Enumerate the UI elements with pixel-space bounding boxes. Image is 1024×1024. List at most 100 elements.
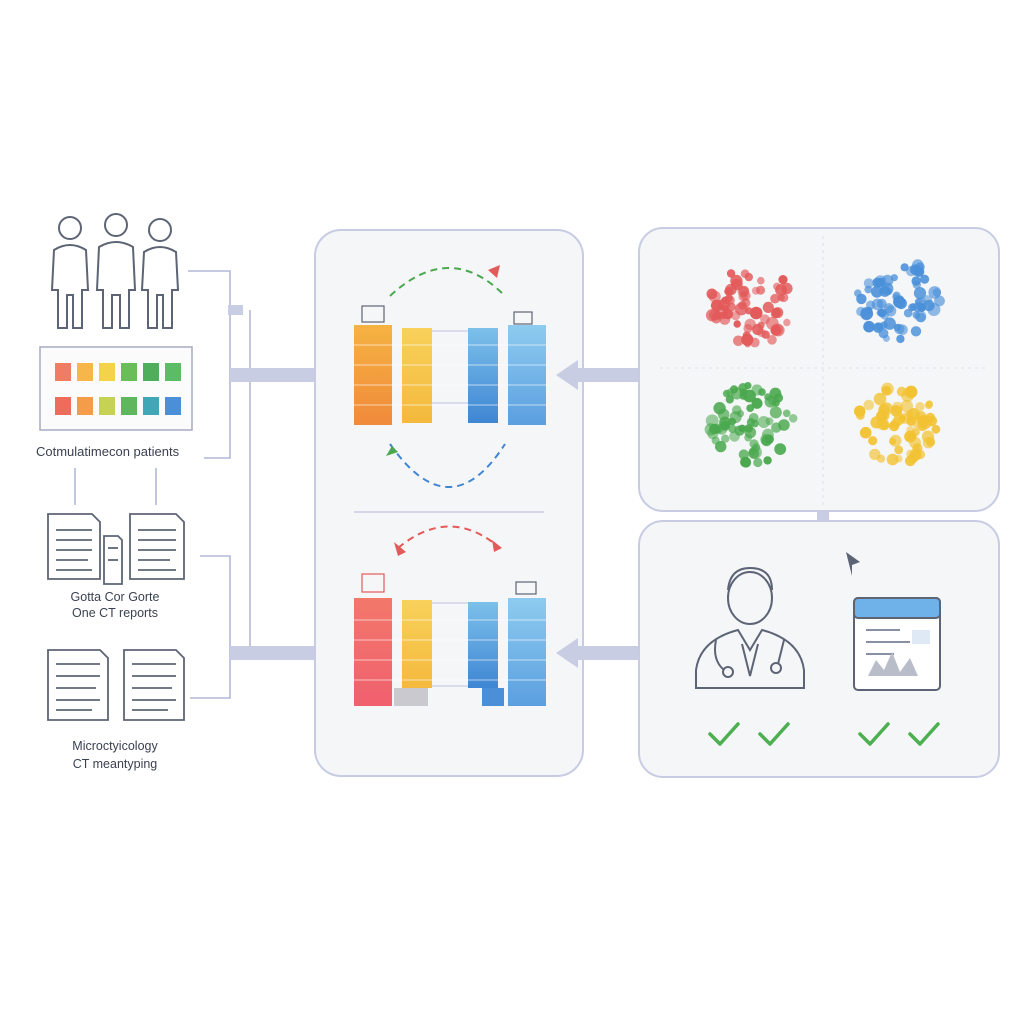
cluster-point [931,424,941,434]
person-icon [95,213,137,329]
document-icon [47,513,101,580]
cluster-point [762,301,774,313]
cluster-point [915,402,925,412]
cluster-point [895,295,905,304]
cluster-point [910,326,922,337]
cluster-point [733,320,741,328]
top-feature-bars [354,305,546,425]
cluster-point [728,424,737,434]
cluster-point [738,424,746,433]
cluster-point [923,415,933,426]
doctor-icon [695,566,805,689]
cluster-point [770,293,780,304]
ct-reports-label-line2: One CT reports [72,606,158,620]
cycle-arrow-head [386,446,398,456]
cluster-point [782,409,791,418]
cluster-point [771,307,782,318]
cluster-point [868,436,878,446]
cluster-point [918,423,927,431]
cluster-point [730,387,743,400]
cluster-point [863,320,875,333]
person-icon [140,218,180,329]
cluster-point [778,275,788,285]
cluster-point [924,401,933,410]
cluster-point [770,325,782,336]
cluster-yellow [854,382,941,467]
ct-reports-label-line1: Gotta Cor Gorte [70,590,160,604]
cluster-point [749,445,762,459]
cluster-point [756,285,766,295]
cluster-point [707,428,719,440]
heatmap-row [55,363,181,381]
cluster-point [769,387,782,400]
checkmark-icon [708,722,740,746]
validation-panel [638,520,1000,778]
cluster-point [866,300,876,310]
cluster-point [905,455,916,467]
cluster-point [885,305,897,317]
cluster-point [764,393,772,401]
cluster-point [760,433,772,446]
checkmarks [708,722,940,746]
cluster-point [715,306,729,320]
connector-node [228,305,243,315]
cycle-arrow-head [488,265,500,278]
cluster-point [889,434,902,447]
patients-label: Cotmulatimecon patients [36,444,180,459]
flow-arrows-in [230,360,342,668]
feature-bar [508,325,546,425]
cluster-green [704,382,798,468]
cluster-point [903,308,913,318]
cluster-point [886,453,899,466]
microbiology-label-line1: Microctyicology [72,739,158,753]
document-icon [129,513,185,580]
cluster-point [721,434,730,443]
feature-bar [402,328,432,423]
report-window-icon [853,597,941,691]
cluster-plots [704,259,945,468]
cluster-point [761,330,770,339]
cluster-point [873,392,887,406]
cluster-point [736,410,745,418]
cluster-point [738,449,749,460]
cluster-point [896,334,905,344]
cluster-point [705,309,719,322]
cluster-point [788,414,798,423]
cluster-point [893,323,902,332]
input-connectors [74,270,251,699]
cycle-arrow-head [394,542,406,556]
microbiology-documents [47,649,185,721]
cluster-point [767,335,777,345]
heatmap-row [55,397,181,415]
document-icon [103,535,123,585]
cluster-point [908,432,917,441]
cluster-point [863,399,875,411]
checkmark-icon [758,722,790,746]
cluster-red [705,269,793,348]
cycle-arrow-icon [389,267,506,488]
cycle-arrow-icon [397,525,501,549]
cluster-point [728,417,737,426]
cluster-point [906,449,915,459]
cycle-arrow-head [492,540,502,552]
cluster-point [863,278,874,289]
document-icon [47,649,109,721]
feature-bar [354,598,392,706]
cluster-point [753,457,763,468]
cluster-point [772,398,780,407]
cluster-point [915,262,925,272]
cluster-point [880,411,890,421]
cluster-point [779,293,789,303]
person-icon [50,216,90,329]
cluster-point [744,382,752,390]
cluster-point [775,284,787,296]
cluster-point [744,340,752,348]
cluster-point [856,293,867,305]
checkmark-icon [858,722,890,746]
cluster-point [911,276,921,286]
feature-bar [468,602,498,688]
bottom-feature-bars [354,573,546,706]
cluster-point [778,419,790,431]
cluster-point [880,321,888,329]
cluster-point [744,307,753,315]
